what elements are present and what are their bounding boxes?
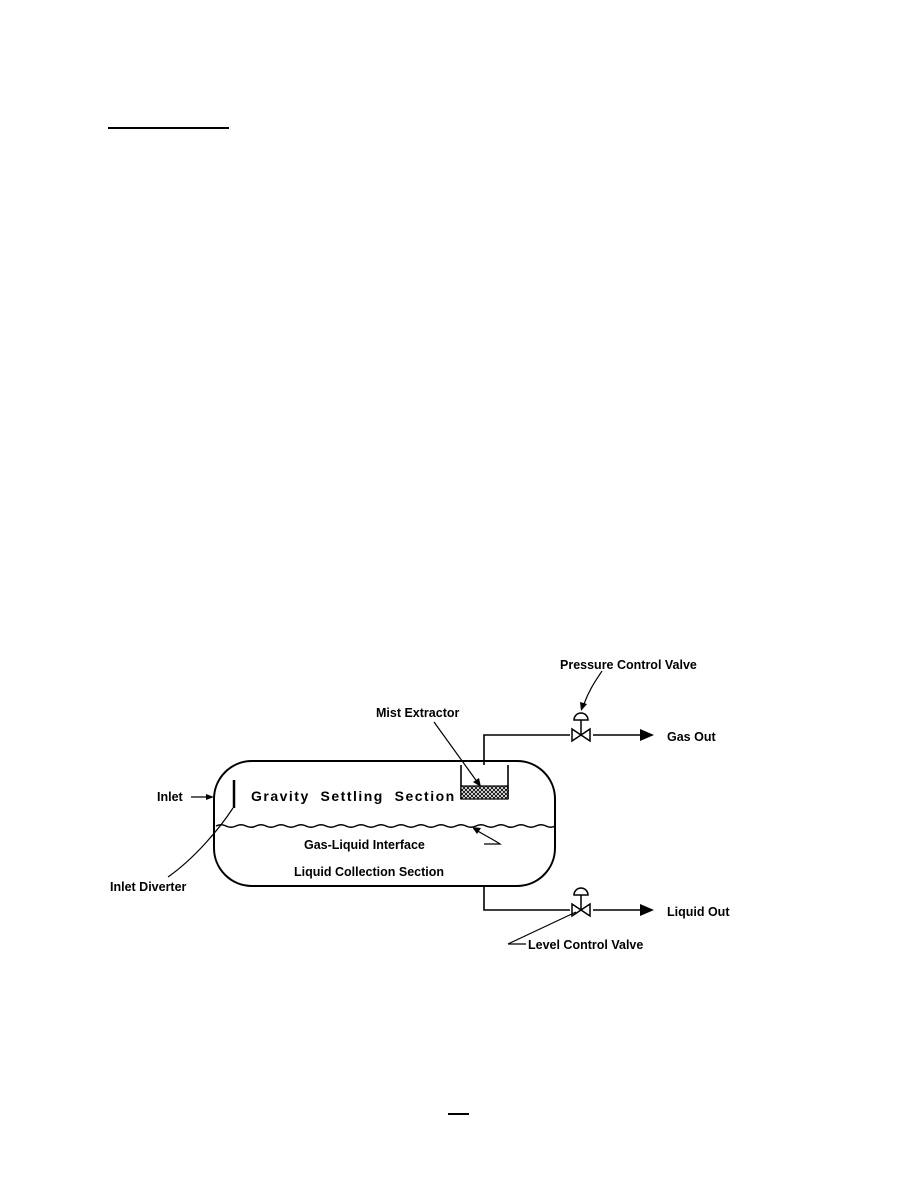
liquid-outlet-pipe <box>483 886 570 911</box>
label-inlet: Inlet <box>157 790 184 804</box>
interface-leader <box>475 829 502 845</box>
inlet-arrow <box>206 794 214 800</box>
label-liquid-out: Liquid Out <box>667 905 730 919</box>
pressure-valve-leader <box>583 670 603 705</box>
label-liquid-collection-section: Liquid Collection Section <box>294 865 444 879</box>
mist-extractor <box>460 765 509 800</box>
separator-vessel <box>213 760 556 887</box>
pressure-control-valve-icon <box>571 712 591 743</box>
mist-extractor-leader <box>433 721 479 784</box>
page-number-underline <box>448 1113 469 1115</box>
label-pressure-control-valve: Pressure Control Valve <box>560 658 697 672</box>
label-mist-extractor: Mist Extractor <box>376 706 459 720</box>
gas-out-arrow <box>640 729 654 741</box>
label-inlet-diverter: Inlet Diverter <box>110 880 187 894</box>
level-control-valve-icon <box>571 887 591 918</box>
gas-outlet-pipe <box>483 734 570 765</box>
label-level-control-valve: Level Control Valve <box>528 938 643 952</box>
heading-underline <box>108 127 229 129</box>
label-gravity-settling-section: Gravity Settling Section <box>251 788 456 804</box>
gas-liquid-interface-line <box>215 824 556 828</box>
inlet-diverter-leader <box>167 807 234 878</box>
label-gas-out: Gas Out <box>667 730 716 744</box>
level-valve-leader-1 <box>507 911 577 945</box>
label-gas-liquid-interface: Gas-Liquid Interface <box>304 838 425 852</box>
liquid-out-arrow <box>640 904 654 916</box>
